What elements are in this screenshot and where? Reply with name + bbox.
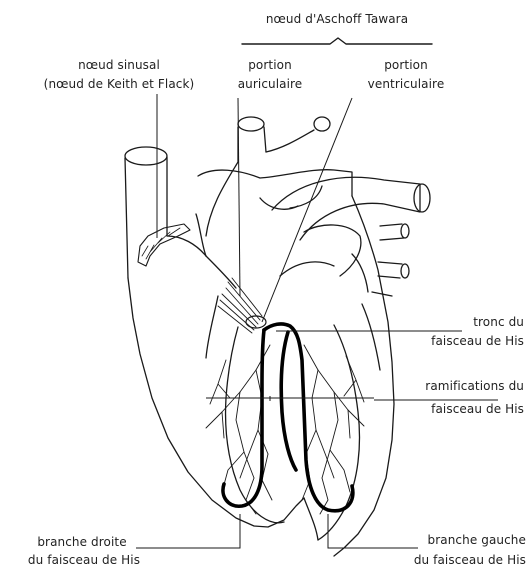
leader-ramif <box>206 396 498 401</box>
atrial-contour <box>206 198 361 288</box>
av-node-title: nœud d'Aschoff Tawara <box>254 12 420 27</box>
sinus-node-label-line2: (nœud de Keith et Flack) <box>34 77 204 92</box>
aortic-arch <box>272 177 420 240</box>
ramifications-label-line1: ramifications du <box>384 379 524 394</box>
portion-ventriculaire-label-line1: portion <box>374 58 438 73</box>
tronc-label-line1: tronc du <box>418 315 524 330</box>
aorta-trunk <box>206 127 266 236</box>
vena-cava-opening <box>125 147 167 165</box>
his-right-branch <box>223 330 264 506</box>
aorta-opening <box>238 117 264 131</box>
sinus-node <box>138 224 190 266</box>
his-trunk <box>264 324 353 511</box>
superior-vena-cava <box>125 158 128 278</box>
left-heart-outline <box>334 196 394 556</box>
portion-ventriculaire-label-line2: ventriculaire <box>354 77 458 92</box>
tronc-label-line2: faisceau de His <box>400 334 524 349</box>
portion-auriculaire-label-line1: portion <box>238 58 302 73</box>
branche-gauche-label-line1: branche gauche <box>404 533 526 548</box>
leader-branche-droite <box>136 514 240 548</box>
branche-droite-label-line2: du faisceau de His <box>18 553 150 568</box>
bundle-of-his <box>223 324 353 511</box>
branche-droite-label-line1: branche droite <box>26 535 138 550</box>
right-heart-outline <box>128 278 304 527</box>
right-ventricle-wall <box>226 327 284 523</box>
right-atrium-top <box>167 236 206 256</box>
av-node-bracket <box>242 38 432 44</box>
brachiocephalic <box>266 130 314 152</box>
portion-auriculaire-label-line2: auriculaire <box>228 77 312 92</box>
ramifications-label-line2: faisceau de His <box>400 402 524 417</box>
branche-gauche-label-line2: du faisceau de His <box>380 553 526 568</box>
sinus-node-label-line1: nœud sinusal <box>54 58 184 73</box>
